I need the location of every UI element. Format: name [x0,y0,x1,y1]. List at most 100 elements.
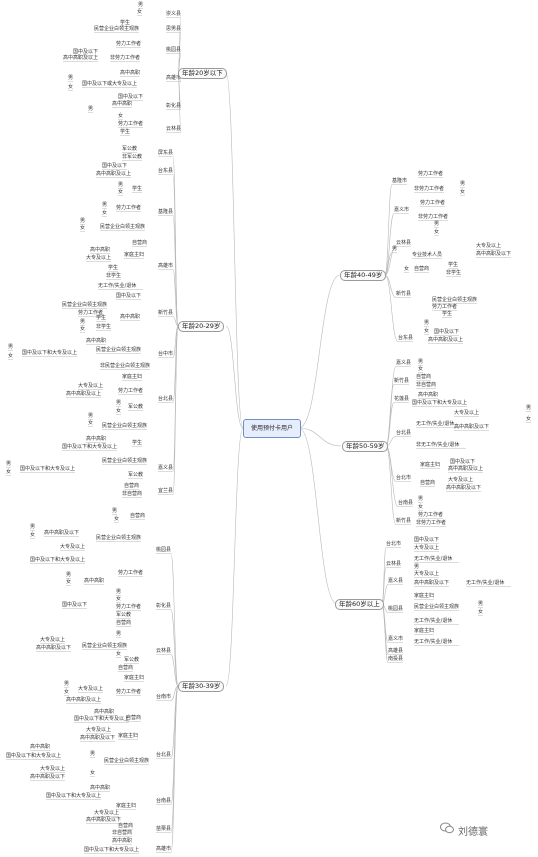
node-label[interactable]: 思男县 [166,26,182,32]
node-label[interactable]: 男 [414,564,420,570]
node-label[interactable]: 女 [118,113,124,119]
node-label[interactable]: 男 [66,572,72,578]
node-label[interactable]: 女 [404,266,410,272]
node-label[interactable]: 军公教 [124,657,140,663]
node-label[interactable]: 学生 [120,129,131,135]
node-label[interactable]: 男 [418,359,424,365]
node-label[interactable]: 劳力工作者 [116,689,142,695]
node-label[interactable]: 非劳力工作者 [110,55,141,61]
node-label[interactable]: 苗栗县 [156,826,172,832]
node-label[interactable]: 家庭主妇 [124,675,145,681]
node-label[interactable]: 女 [66,579,72,585]
node-label[interactable]: 国中及以下 [414,537,440,543]
node-label[interactable]: 自营商 [416,374,432,380]
node-label[interactable]: 台南县 [398,500,414,506]
node-label[interactable]: 非劳力工作者 [414,186,445,192]
node-label[interactable]: 劳力工作者 [116,604,142,610]
node-label[interactable]: 劳力工作者 [118,388,144,394]
node-label[interactable]: 无工作/失业/退休 [414,556,453,562]
node-label[interactable]: 高中高职及以下 [44,530,80,536]
node-label[interactable]: 非自营商 [416,382,437,388]
node-label[interactable]: 男 [64,681,70,687]
node-label[interactable]: 劳力工作者 [78,310,104,316]
node-label[interactable]: 彰化县 [156,603,172,609]
node-label[interactable]: 嘉义县 [396,360,412,366]
node-label[interactable]: 台东县 [158,168,174,174]
node-label[interactable]: 国中及以下或大专及以上 [82,81,138,87]
node-label[interactable]: 民营企业白领主观族 [432,297,478,303]
node-label[interactable]: 台中市 [158,351,174,357]
branch-age-50-59[interactable]: 年龄50-59岁 [342,441,389,452]
node-label[interactable]: 女 [116,596,122,602]
node-label[interactable]: 高中高职及以下 [414,580,450,586]
node-label[interactable]: 女 [116,408,122,414]
node-label[interactable]: 女 [118,189,124,195]
node-label[interactable]: 男 [116,589,122,595]
node-label[interactable]: 大专及以上 [78,383,104,389]
node-label[interactable]: 女 [114,516,120,522]
node-label[interactable]: 劳力工作者 [420,200,446,206]
node-label[interactable]: 高中高职 [112,838,133,844]
node-label[interactable]: 女 [460,189,466,195]
node-label[interactable]: 无工作/失业/退休 [466,580,505,586]
node-label[interactable]: 男 [80,319,86,325]
node-label[interactable]: 大专及以上 [476,243,502,249]
node-label[interactable]: 大专及以上 [86,727,112,733]
node-label[interactable]: 非学生 [446,270,462,276]
node-label[interactable]: 高中高职 [112,101,133,107]
node-label[interactable]: 国中及以下 [62,602,88,608]
node-label[interactable]: 女 [116,651,122,657]
node-label[interactable]: 非自营商 [112,830,133,836]
node-label[interactable]: 男 [88,413,94,419]
node-label[interactable]: 家庭主妇 [122,374,143,380]
node-label[interactable]: 民营企业白领主观族 [82,643,128,649]
node-label[interactable]: 学生 [442,311,453,317]
node-label[interactable]: 大专及以上 [78,686,104,692]
node-label[interactable]: 新竹县 [396,291,412,297]
node-label[interactable]: 嘉义市 [394,207,410,213]
node-label[interactable]: 大专及以上 [40,637,66,643]
node-label[interactable]: 台北市 [386,541,402,547]
node-label[interactable]: 云林县 [386,561,402,567]
node-label[interactable]: 男 [6,461,12,467]
node-label[interactable]: 大专及以上 [94,810,120,816]
node-label[interactable]: 高中高职及以下 [476,251,512,257]
node-label[interactable]: 嘉义县 [158,465,174,471]
branch-age-under-20[interactable]: 年龄20岁以下 [178,68,227,79]
node-label[interactable]: 男 [88,106,94,112]
node-label[interactable]: 男 [80,218,86,224]
node-label[interactable]: 自营商 [130,513,146,519]
node-label[interactable]: 男 [118,182,124,188]
node-label[interactable]: 国中及以下和大专及以上 [84,847,140,853]
node-label[interactable]: 高中高职及以上 [96,171,132,177]
node-label[interactable]: 民营企业白领主观族 [96,535,142,541]
node-label[interactable]: 女 [478,609,484,615]
node-label[interactable]: 国中及以下和大专及以上 [30,557,86,563]
node-label[interactable]: 国中及以下和大专及以上 [46,793,102,799]
node-label[interactable]: 女 [418,366,424,372]
node-label[interactable]: 军公教 [122,146,138,152]
node-label[interactable]: 无工作/失业/退休 [414,639,453,645]
node-label[interactable]: 男 [424,320,430,326]
node-label[interactable]: 男 [90,751,96,757]
node-label[interactable]: 国中及以下和大专及以上 [6,753,62,759]
node-label[interactable]: 国中及以下和大专及以上 [20,466,76,472]
node-label[interactable]: 台南市 [156,694,172,700]
node-label[interactable]: 国中及以下 [434,329,460,335]
node-label[interactable]: 自营商 [124,483,140,489]
node-label[interactable]: 无工作/失业/退休 [98,283,137,289]
node-label[interactable]: 桃园县 [166,47,182,53]
node-label[interactable]: 男 [434,221,440,227]
node-label[interactable]: 高中高职及以上 [63,55,99,61]
node-label[interactable]: 女 [434,229,440,235]
node-label[interactable]: 女 [90,770,96,776]
branch-age-40-49[interactable]: 年龄40-49岁 [340,270,387,281]
node-label[interactable]: 自营商 [118,823,134,829]
node-label[interactable]: 高中高职 [90,247,111,253]
node-label[interactable]: 军公教 [128,404,144,410]
node-label[interactable]: 高中高职 [30,744,51,750]
node-label[interactable]: 高中高职及以下 [36,645,72,651]
node-label[interactable]: 新竹县 [158,310,174,316]
node-label[interactable]: 男 [116,400,122,406]
node-label[interactable]: 高雄市 [166,75,182,81]
